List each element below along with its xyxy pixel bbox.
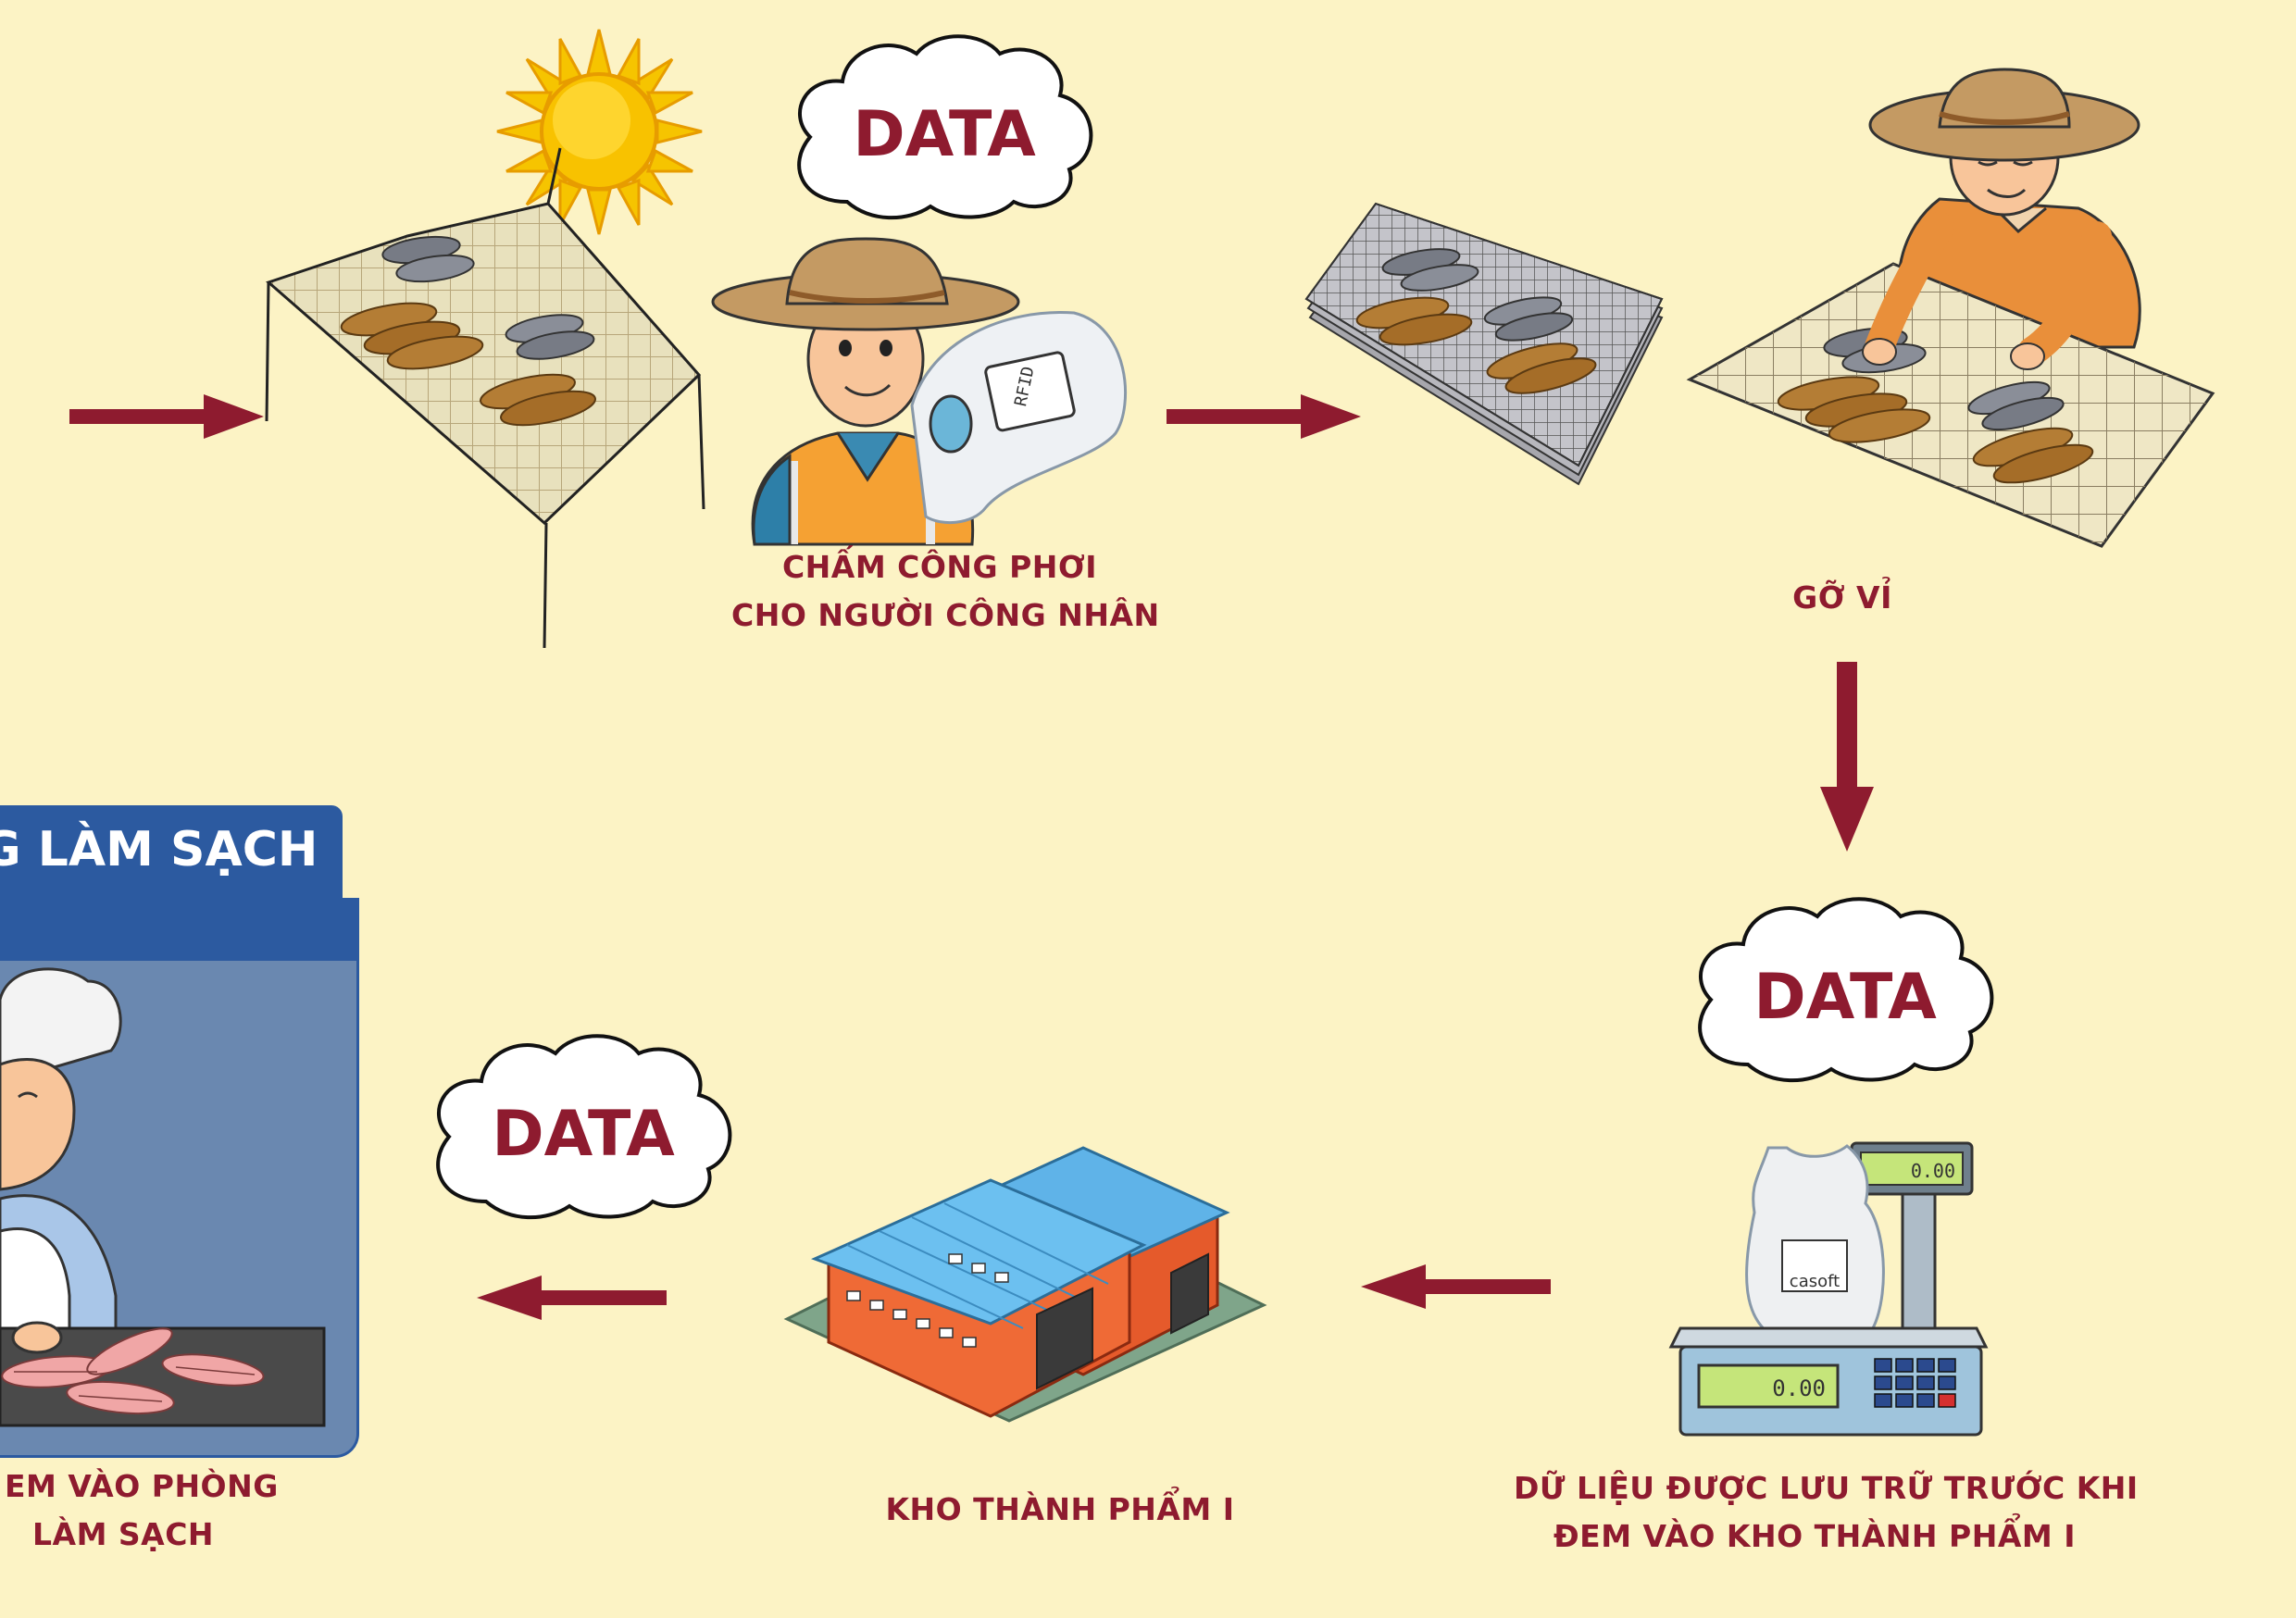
sun-icon [496, 29, 703, 235]
cloud-label: DATA [492, 1098, 675, 1171]
stack-of-drying-trays [1304, 202, 1664, 486]
worker-with-rfid-card: RFID [711, 237, 1127, 546]
banner-title: G LÀM SẠCH [0, 822, 318, 877]
caption-data-stored-line1: DỮ LIỆU ĐƯỢC LƯU TRỮ TRƯỚC KHI [1514, 1470, 2139, 1506]
caption-cleaning: EM VÀO PHÒNG LÀM SẠCH [0, 1462, 279, 1559]
caption-remove-tray-text: GỠ VỈ [1792, 579, 1892, 616]
data-cloud-right: DATA [1698, 897, 1994, 1083]
caption-remove-tray: GỠ VỈ [1741, 574, 1944, 622]
arrow-left-1 [1361, 1264, 1551, 1309]
warehouse-building [783, 1146, 1267, 1423]
drying-rack-with-fish [265, 147, 705, 649]
caption-warehouse-text: KHO THÀNH PHẨM I [885, 1491, 1235, 1527]
caption-cleaning-line1: EM VÀO PHÒNG [5, 1468, 279, 1504]
caption-data-stored: DỮ LIỆU ĐƯỢC LƯU TRỮ TRƯỚC KHI ĐEM VÀO K… [1514, 1464, 2139, 1561]
caption-timekeeping-line1: CHẤM CÔNG PHƠI [781, 549, 1098, 585]
weighing-scale-with-bag: 0.00 casoft 0.00 [1668, 1141, 1989, 1437]
scale-bottom-display: 0.00 [1772, 1375, 1826, 1401]
scale-top-display: 0.00 [1911, 1160, 1955, 1182]
cloud-label: DATA [1753, 961, 1937, 1034]
cleaning-room-banner: G LÀM SẠCH [0, 805, 343, 902]
caption-data-stored-line2: ĐEM VÀO KHO THÀNH PHẨM I [1554, 1518, 2076, 1554]
arrow-right-2 [1167, 394, 1361, 439]
arrow-down [1820, 662, 1874, 852]
caption-cleaning-line2: LÀM SẠCH [32, 1516, 215, 1552]
panel-top-band [0, 901, 356, 961]
arrow-left-2 [477, 1276, 667, 1320]
cloud-label: DATA [853, 98, 1036, 171]
data-cloud-left: DATA [436, 1034, 732, 1220]
farmer-removing-fish-from-tray [1686, 68, 2215, 548]
fish-group [340, 235, 596, 427]
caption-timekeeping: CHẤM CÔNG PHƠI CHO NGƯỜI CÔNG NHÂN [731, 543, 1160, 640]
chef-cleaning-fish [0, 967, 326, 1427]
caption-warehouse: KHO THÀNH PHẨM I [852, 1486, 1268, 1534]
caption-timekeeping-line2: CHO NGƯỜI CÔNG NHÂN [731, 597, 1160, 633]
data-cloud-top: DATA [797, 34, 1093, 220]
arrow-right-1 [69, 394, 264, 439]
bag-brand-label: casoft [1790, 1272, 1840, 1291]
